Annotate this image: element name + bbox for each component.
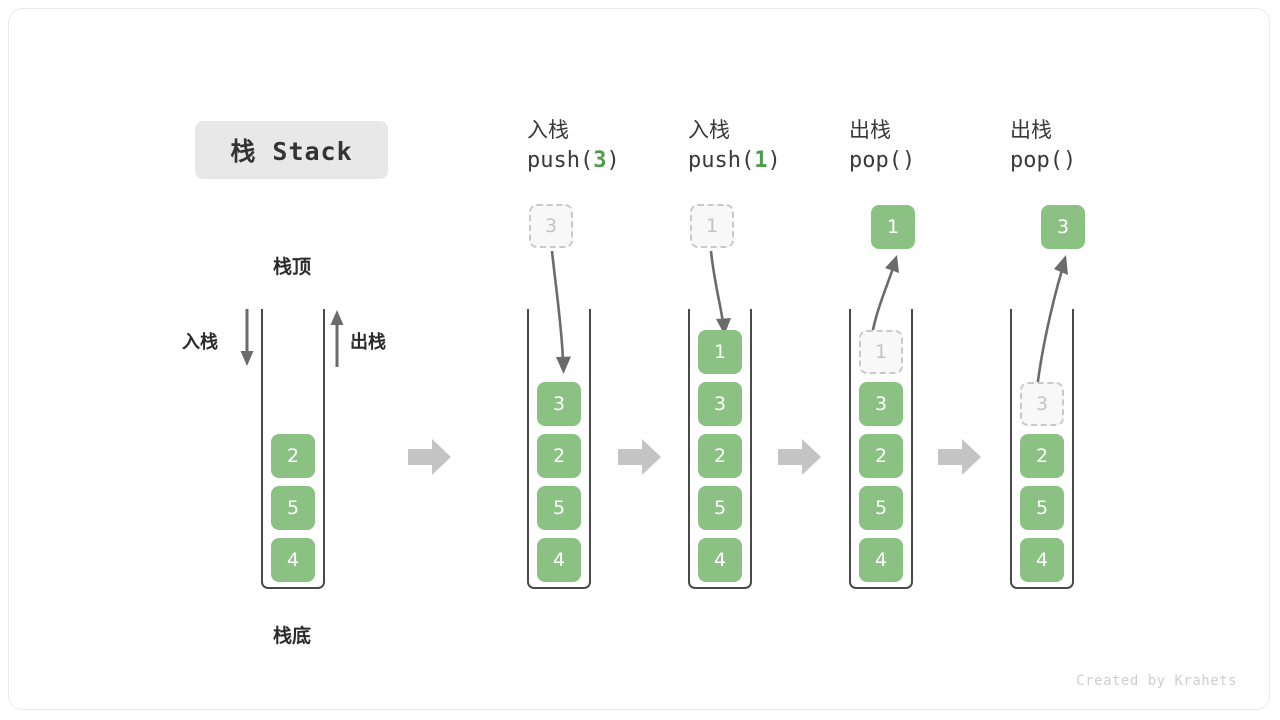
stack-cell: 5 bbox=[859, 486, 903, 530]
step-column-push-1: 入栈 push(1) 1 1 3 2 5 4 bbox=[688, 9, 878, 709]
step-separator-arrow-icon bbox=[408, 439, 451, 475]
popped-value-box: 3 bbox=[1041, 205, 1085, 249]
push-direction-arrow-icon bbox=[240, 309, 254, 366]
stack-cell-removed: 3 bbox=[1020, 382, 1064, 426]
pop-direction-arrow-icon bbox=[330, 310, 344, 367]
stack-cell: 4 bbox=[1020, 538, 1064, 582]
step-separator-arrow-icon bbox=[938, 439, 981, 475]
stack-cell-removed: 1 bbox=[859, 330, 903, 374]
column-heading: 出栈 pop() bbox=[1010, 118, 1077, 173]
stack-container-base bbox=[261, 309, 325, 589]
footer-credit: Created by Krahets bbox=[1076, 673, 1237, 689]
stack-top-label: 栈顶 bbox=[272, 256, 311, 278]
stack-cell: 4 bbox=[537, 538, 581, 582]
step-column-pop-1: 出栈 pop() 1 1 3 2 5 4 bbox=[849, 9, 1039, 709]
stack-cell: 3 bbox=[698, 382, 742, 426]
diagram-title-chip: 栈 Stack bbox=[195, 121, 388, 179]
stack-cell: 4 bbox=[271, 538, 315, 582]
stack-cell: 4 bbox=[698, 538, 742, 582]
step-column-push-3: 入栈 push(3) 3 3 2 5 4 bbox=[527, 9, 717, 709]
stack-cell: 2 bbox=[537, 434, 581, 478]
push-flow-arrow-icon bbox=[709, 250, 731, 335]
push-direction-label: 入栈 bbox=[182, 332, 218, 353]
stack-cell: 1 bbox=[698, 330, 742, 374]
diagram-card: 栈 Stack 栈顶 栈底 入栈 出栈 2 5 4 入栈 push(3) 3 bbox=[8, 8, 1270, 710]
stack-cell: 3 bbox=[537, 382, 581, 426]
push-flow-arrow-icon bbox=[550, 250, 571, 374]
stack-cell: 3 bbox=[859, 382, 903, 426]
incoming-value-box: 1 bbox=[690, 204, 734, 248]
stack-cell: 5 bbox=[698, 486, 742, 530]
stack-bottom-label: 栈底 bbox=[272, 625, 311, 647]
stack-container bbox=[1010, 309, 1074, 589]
step-separator-arrow-icon bbox=[618, 439, 661, 475]
stack-cell: 2 bbox=[698, 434, 742, 478]
stack-cell: 5 bbox=[1020, 486, 1064, 530]
stack-container bbox=[688, 309, 752, 589]
stack-container bbox=[527, 309, 591, 589]
pop-direction-label: 出栈 bbox=[350, 332, 386, 353]
step-column-pop-3: 出栈 pop() 3 3 2 5 4 bbox=[1010, 9, 1200, 709]
stack-cell: 2 bbox=[859, 434, 903, 478]
stack-container bbox=[849, 309, 913, 589]
column-heading: 入栈 push(3) bbox=[527, 118, 620, 173]
step-separator-arrow-icon bbox=[778, 439, 821, 475]
stack-cell: 5 bbox=[271, 486, 315, 530]
page-title: 栈 Stack bbox=[230, 137, 353, 166]
stack-cell: 2 bbox=[1020, 434, 1064, 478]
stack-cell: 2 bbox=[271, 434, 315, 478]
column-heading: 出栈 pop() bbox=[849, 118, 916, 173]
stack-cell: 5 bbox=[537, 486, 581, 530]
stack-cell: 4 bbox=[859, 538, 903, 582]
column-heading: 入栈 push(1) bbox=[688, 118, 781, 173]
incoming-value-box: 3 bbox=[529, 204, 573, 248]
popped-value-box: 1 bbox=[871, 205, 915, 249]
